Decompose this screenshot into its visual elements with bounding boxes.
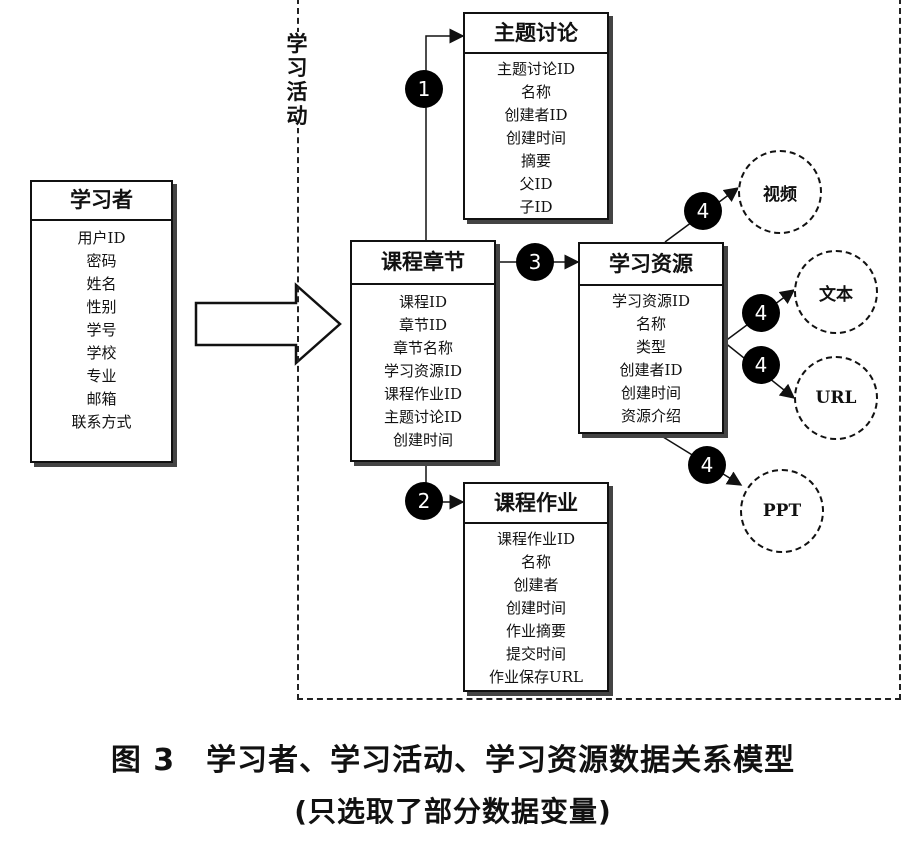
- entity-field: 邮箱: [86, 390, 117, 408]
- entity-field: 创建时间: [505, 599, 566, 617]
- entity-field: 摘要: [520, 152, 551, 170]
- entity-field: 用户ID: [77, 229, 126, 247]
- resource-type-ppt: PPT: [740, 469, 824, 553]
- entity-field: 章节ID: [399, 316, 447, 334]
- resource-type-url: URL: [794, 356, 878, 440]
- entity-field: 创建者ID: [619, 361, 683, 379]
- entity-learning-resource: 学习资源 学习资源ID 名称 类型 创建者ID 创建时间 资源介绍: [578, 242, 724, 434]
- learning-activity-label: 学习活动: [284, 32, 310, 128]
- entity-field: 学号: [86, 321, 117, 339]
- entity-learner: 学习者 用户ID 密码 姓名 性别 学号 学校 专业 邮箱 联系方式: [30, 180, 173, 463]
- entity-field: 提交时间: [505, 645, 566, 663]
- resource-type-text: 文本: [794, 250, 878, 334]
- arrow-chapter-discussion: [425, 28, 465, 240]
- entity-field: 名称: [635, 315, 666, 333]
- entity-fields: 课程ID 章节ID 章节名称 学习资源ID 课程作业ID 主题讨论ID 创建时间: [352, 285, 494, 452]
- entity-field: 创建时间: [505, 129, 566, 147]
- entity-field: 学习资源ID: [384, 362, 462, 380]
- entity-field: 创建时间: [392, 431, 453, 449]
- figure-caption: 图 3 学习者、学习活动、学习资源数据关系模型: [110, 743, 796, 778]
- relation-marker-4-text: 4: [742, 294, 780, 332]
- entity-title: 课程章节: [352, 242, 494, 285]
- entity-field: 课程ID: [399, 293, 447, 311]
- resource-type-video: 视频: [738, 150, 822, 234]
- entity-field: 性别: [86, 298, 117, 316]
- entity-course-chapter: 课程章节 课程ID 章节ID 章节名称 学习资源ID 课程作业ID 主题讨论ID…: [350, 240, 496, 462]
- entity-field: 类型: [635, 338, 666, 356]
- entity-title: 学习资源: [580, 244, 722, 286]
- relation-marker-1: 1: [405, 70, 443, 108]
- entity-field: 联系方式: [71, 413, 132, 431]
- figure-caption-note: (只选取了部分数据变量): [294, 795, 612, 828]
- entity-field: 资源介绍: [620, 407, 681, 425]
- entity-field: 主题讨论ID: [497, 60, 575, 78]
- entity-fields: 课程作业ID 名称 创建者 创建时间 作业摘要 提交时间 作业保存URL: [465, 524, 607, 689]
- entity-title: 主题讨论: [465, 14, 607, 54]
- entity-field: 名称: [520, 553, 551, 571]
- entity-field: 创建时间: [620, 384, 681, 402]
- entity-course-homework: 课程作业 课程作业ID 名称 创建者 创建时间 作业摘要 提交时间 作业保存UR…: [463, 482, 609, 692]
- entity-field: 章节名称: [392, 339, 453, 357]
- entity-title: 学习者: [32, 182, 171, 221]
- entity-field: 专业: [86, 367, 117, 385]
- entity-fields: 主题讨论ID 名称 创建者ID 创建时间 摘要 父ID 子ID: [465, 54, 607, 219]
- relation-marker-4-video: 4: [684, 192, 722, 230]
- relation-marker-2: 2: [405, 482, 443, 520]
- relation-marker-4-ppt: 4: [688, 446, 726, 484]
- entity-field: 创建者ID: [504, 106, 568, 124]
- entity-field: 密码: [86, 252, 117, 270]
- entity-field: 创建者: [513, 576, 559, 594]
- entity-field: 学习资源ID: [612, 292, 690, 310]
- entity-topic-discussion: 主题讨论 主题讨论ID 名称 创建者ID 创建时间 摘要 父ID 子ID: [463, 12, 609, 220]
- entity-field: 课程作业ID: [384, 385, 462, 403]
- entity-field: 课程作业ID: [497, 530, 575, 548]
- entity-field: 名称: [520, 83, 551, 101]
- hollow-arrow: [194, 282, 342, 366]
- entity-field: 主题讨论ID: [384, 408, 462, 426]
- relation-marker-4-url: 4: [742, 346, 780, 384]
- entity-field: 父ID: [519, 175, 553, 193]
- entity-field: 子ID: [519, 198, 553, 216]
- entity-fields: 学习资源ID 名称 类型 创建者ID 创建时间 资源介绍: [580, 286, 722, 428]
- entity-field: 姓名: [86, 275, 117, 293]
- entity-field: 作业摘要: [505, 622, 566, 640]
- learning-activity-frame: [297, 0, 901, 700]
- relation-marker-3: 3: [516, 243, 554, 281]
- entity-title: 课程作业: [465, 484, 607, 524]
- entity-field: 作业保存URL: [489, 668, 583, 686]
- entity-fields: 用户ID 密码 姓名 性别 学号 学校 专业 邮箱 联系方式: [32, 221, 171, 434]
- entity-field: 学校: [86, 344, 117, 362]
